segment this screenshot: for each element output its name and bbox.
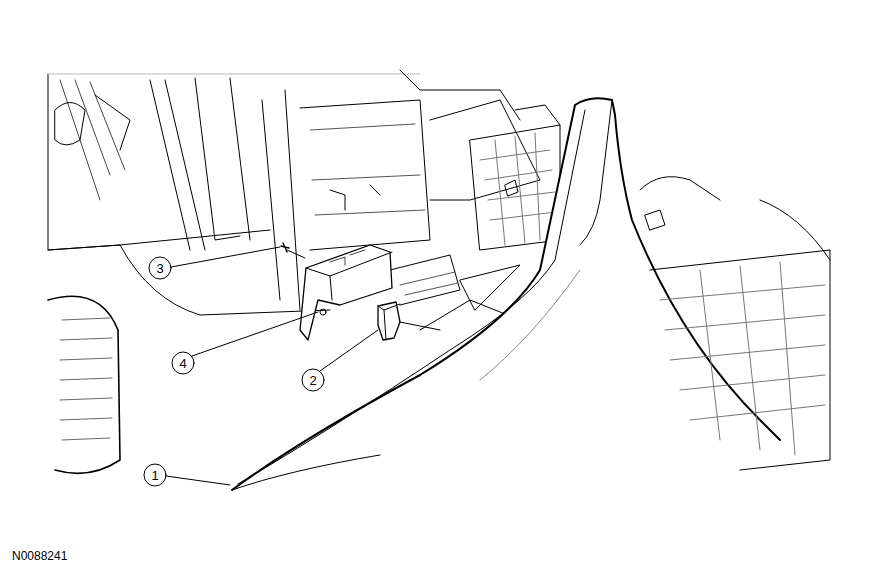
- figure-id: N0088241: [12, 550, 67, 562]
- callout-number: 1: [151, 469, 158, 482]
- callout-number: 4: [179, 357, 186, 370]
- callout-number: 2: [309, 374, 316, 387]
- callout-number: 3: [156, 262, 163, 275]
